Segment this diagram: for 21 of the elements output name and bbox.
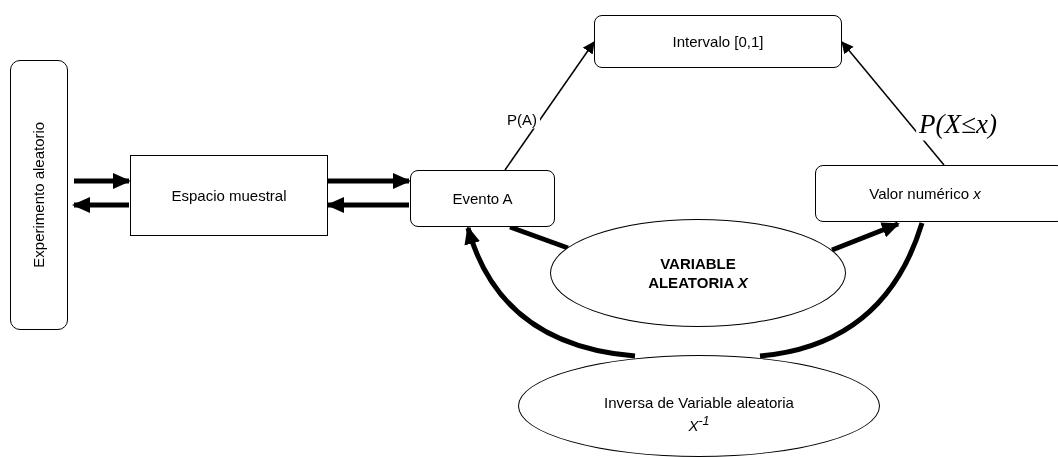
arrow <box>831 221 900 253</box>
arrow <box>326 197 409 213</box>
node-text: Intervalo [0,1] <box>672 31 764 52</box>
node-text: VARIABLE ALEATORIA X <box>647 253 749 293</box>
node-text: Experimento aleatorio <box>29 122 49 268</box>
process-box <box>130 155 328 236</box>
rounded-box <box>410 170 555 227</box>
arrow <box>841 41 945 166</box>
rounded-box <box>815 165 1058 222</box>
rounded-box <box>10 60 68 330</box>
arrow <box>328 173 411 189</box>
node-text: Inversa de Variable aleatoria X$^{-1}$ <box>603 393 795 435</box>
arrow <box>465 226 636 359</box>
arrow <box>72 197 129 213</box>
node-text: Espacio muestral <box>171 185 287 206</box>
rounded-box <box>594 15 842 68</box>
node-text: Valor numérico x <box>869 183 981 204</box>
node-text: Evento A <box>452 188 513 209</box>
connector-line <box>759 222 925 359</box>
arrow <box>74 173 131 189</box>
arrow <box>504 41 595 171</box>
